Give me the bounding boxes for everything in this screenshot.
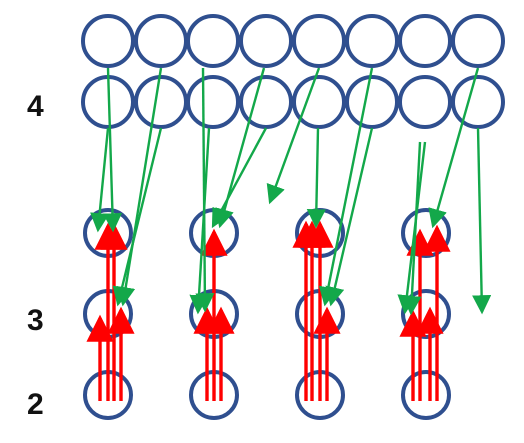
feedback-arrow-2 xyxy=(90,127,110,233)
feedback-arrow-6 xyxy=(189,127,211,315)
feedback-arrow-16 xyxy=(472,127,492,315)
node-top-b-3 xyxy=(186,75,240,129)
node-bottom-4 xyxy=(401,370,451,420)
node-upper-4 xyxy=(401,208,451,258)
node-top-b-2 xyxy=(134,75,188,129)
node-top-a-7 xyxy=(398,14,452,68)
feedback-arrow-8 xyxy=(211,127,268,229)
row-label-middle: 3 xyxy=(27,304,44,337)
node-top-a-3 xyxy=(186,14,240,68)
node-top-a-2 xyxy=(134,14,188,68)
feedforward-arrows xyxy=(86,220,451,401)
feedback-arrow-1 xyxy=(102,67,123,233)
node-top-b-8 xyxy=(451,75,505,129)
node-middle-4 xyxy=(401,289,451,339)
feedback-arrow-9 xyxy=(266,67,321,205)
feedback-arrow-15 xyxy=(428,67,480,229)
node-top-b-4 xyxy=(239,75,293,129)
row-label-bottom: 2 xyxy=(27,388,44,421)
node-top-b-5 xyxy=(292,75,346,129)
feedback-arrow-5 xyxy=(195,67,215,313)
feedback-arrow-4 xyxy=(112,127,163,307)
row-label-top: 4 xyxy=(27,90,44,123)
node-top-b-7 xyxy=(398,75,452,129)
feedback-arrow-14 xyxy=(397,141,427,315)
node-top-a-1 xyxy=(81,14,135,68)
feedback-arrows xyxy=(90,67,492,316)
node-top-b-6 xyxy=(345,75,399,129)
feedback-arrow-3 xyxy=(116,67,163,307)
feedback-arrow-12 xyxy=(325,127,374,307)
feedback-arrow-10 xyxy=(306,127,326,229)
node-top-a-5 xyxy=(292,14,346,68)
nodes-layer xyxy=(81,14,505,420)
node-top-a-8 xyxy=(451,14,505,68)
feedback-arrow-11 xyxy=(318,67,374,307)
node-top-a-4 xyxy=(239,14,293,68)
node-top-a-6 xyxy=(345,14,399,68)
